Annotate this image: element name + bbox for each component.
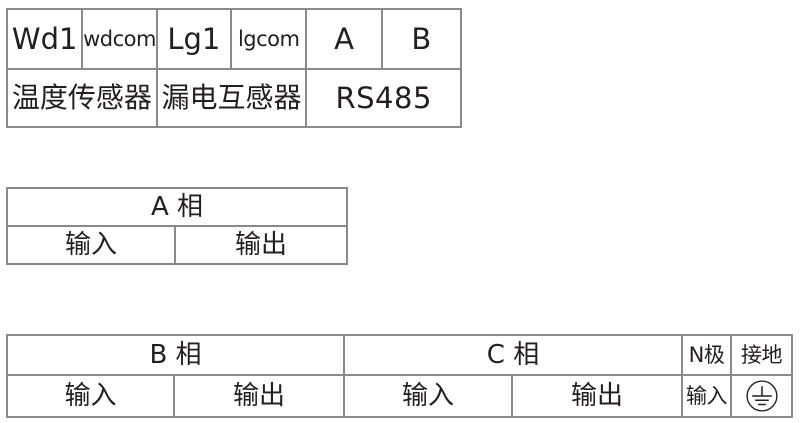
b-phase-title: B 相	[8, 336, 345, 374]
n-pole-title: N极	[683, 336, 732, 374]
earth-ground-icon	[745, 380, 778, 412]
terminal-cell-wd1: Wd1	[8, 10, 84, 68]
terminal-function-row: 温度传感器 漏电互感器 RS485	[8, 70, 460, 126]
terminal-cell-lgcom: lgcom	[232, 10, 308, 68]
ground-symbol-cell	[732, 376, 791, 416]
ground-title: 接地	[741, 342, 783, 367]
b-phase-output-cell: 输出	[175, 376, 345, 416]
function-cell-rs485: RS485	[335, 80, 432, 115]
sensor-and-communication-terminal-block: Wd1 wdcom Lg1 lgcom A B 温度传感器 漏电互感器 RS48…	[6, 8, 462, 128]
b-phase-input-cell: 输入	[8, 376, 175, 416]
a-phase-terminal-block: A 相 输入 输出	[6, 187, 348, 265]
n-pole-input-cell: 输入	[683, 376, 732, 416]
a-phase-output-cell: 输出	[234, 230, 287, 260]
terminal-cell-b: B	[411, 21, 432, 56]
c-phase-output-cell: 输出	[513, 376, 683, 416]
c-phase-title: C 相	[345, 336, 683, 374]
a-phase-input-cell: 输入	[8, 227, 176, 263]
a-phase-io-row: 输入 输出	[8, 227, 346, 263]
bc-phase-header-row: B 相 C 相 N极 接地	[8, 336, 791, 376]
terminal-cell-a: A	[307, 10, 383, 68]
bc-phase-io-row: 输入 输出 输入 输出 输入	[8, 376, 791, 416]
terminal-cell-lg1: Lg1	[158, 10, 233, 68]
terminal-label-row: Wd1 wdcom Lg1 lgcom A B	[8, 10, 460, 70]
a-phase-header-row: A 相	[8, 189, 346, 227]
function-cell-temperature-sensor: 温度传感器	[8, 70, 158, 126]
function-cell-leakage-transformer: 漏电互感器	[158, 70, 308, 126]
a-phase-title: A 相	[150, 192, 204, 222]
terminal-cell-wdcom: wdcom	[83, 10, 158, 68]
c-phase-input-cell: 输入	[345, 376, 513, 416]
bc-phase-terminal-block: B 相 C 相 N极 接地 输入 输出 输入 输出 输入	[6, 334, 793, 418]
